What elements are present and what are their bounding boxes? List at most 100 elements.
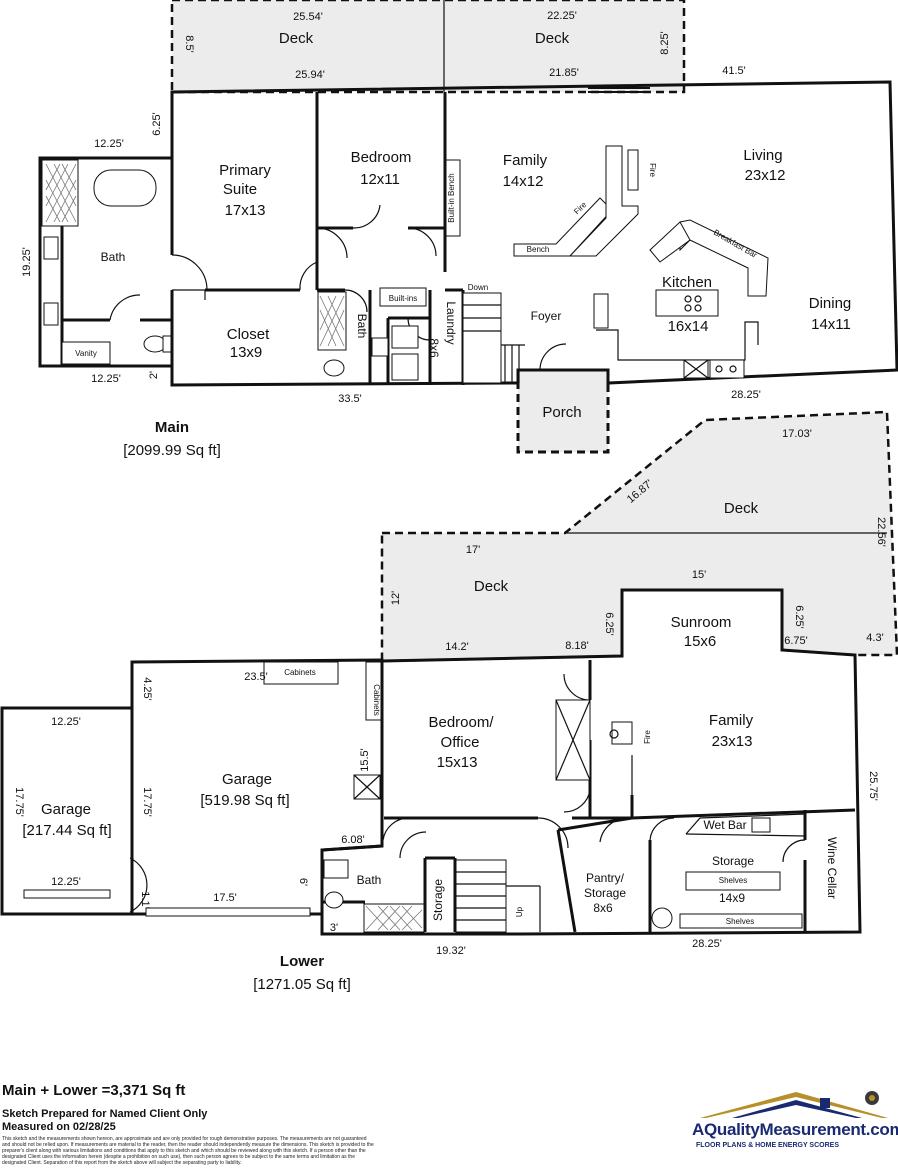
bench-label: Bench — [527, 245, 550, 254]
svg-text:6.25': 6.25' — [151, 112, 163, 136]
cabinets-label-2: Cabinets — [372, 684, 381, 716]
fire-label-2: Fire — [648, 163, 657, 177]
logo-tagline: FLOOR PLANS & HOME ENERGY SCORES — [696, 1142, 839, 1149]
storage-size: 14x9 — [719, 891, 745, 905]
cabinets-label: Cabinets — [284, 668, 316, 677]
sunroom-size: 15x6 — [684, 633, 717, 650]
house-roof-icon — [700, 1091, 888, 1118]
lower-family-label: Family — [709, 712, 754, 729]
pantry-line1: Pantry/ — [586, 871, 625, 885]
svg-text:21.85': 21.85' — [549, 67, 579, 79]
svg-text:12.25': 12.25' — [51, 876, 81, 888]
living-label: Living — [743, 147, 782, 164]
builtin-bench-label: Built-in Bench — [447, 173, 456, 222]
svg-text:25.75': 25.75' — [867, 771, 879, 801]
family-size: 14x12 — [503, 173, 544, 190]
svg-text:33.5': 33.5' — [338, 393, 362, 405]
svg-text:25.94': 25.94' — [295, 69, 325, 81]
disclaimer-text: This sketch and the measurements shown h… — [2, 1136, 374, 1166]
svg-text:17': 17' — [466, 544, 480, 556]
family-label: Family — [503, 152, 548, 169]
family-fixtures — [445, 145, 769, 379]
hall-bath-fixtures — [317, 287, 427, 381]
lower-level: Deck Deck Sunroom 15x6 Garage [519.98 Sq… — [0, 410, 898, 993]
lower-room-labels: Deck Deck Sunroom 15x6 Garage [519.98 Sq… — [22, 500, 839, 921]
lower-fixtures — [323, 699, 806, 933]
main-stairs — [462, 292, 525, 384]
svg-text:1.1': 1.1' — [139, 891, 151, 908]
dining-label: Dining — [809, 295, 852, 312]
lower-fixture-labels: Cabinets Cabinets Shelves Shelves Fire U… — [284, 668, 754, 926]
kitchen-size: 16x14 — [668, 318, 709, 335]
svg-text:12.25': 12.25' — [94, 138, 124, 150]
primary-suite-size: 17x13 — [225, 202, 266, 219]
svg-text:8.25': 8.25' — [659, 31, 671, 55]
svg-text:14.2': 14.2' — [445, 641, 469, 653]
water-heater-icon — [651, 907, 673, 929]
garage-label: Garage — [222, 771, 272, 788]
vanity-label: Vanity — [75, 349, 97, 358]
svg-text:22.25': 22.25' — [547, 10, 577, 22]
deck-label-2: Deck — [535, 30, 570, 47]
measured-date: Measured on 02/28/25 — [2, 1121, 116, 1133]
main-level-title: Main — [155, 419, 189, 436]
svg-text:19.32': 19.32' — [436, 945, 466, 957]
lower-outer-wall — [320, 588, 862, 936]
toilet-icon-3 — [324, 891, 344, 909]
main-room-labels: Deck Deck Primary Suite 17x13 Bedroom 12… — [101, 30, 852, 421]
storage-label: Storage — [712, 854, 754, 868]
sunroom-label: Sunroom — [671, 614, 732, 631]
builtins-label: Built-ins — [389, 294, 417, 303]
lower-storage-small-label: Storage — [431, 879, 445, 921]
svg-text:17.75': 17.75' — [13, 787, 25, 817]
svg-text:23.5': 23.5' — [244, 671, 268, 683]
svg-text:12': 12' — [390, 591, 402, 605]
shelves-label: Shelves — [719, 876, 747, 885]
svg-text:28.25': 28.25' — [731, 389, 761, 401]
laundry-label: Laundry — [444, 301, 458, 344]
primary-bath-fixtures — [41, 159, 172, 365]
hall-bath-label: Bath — [355, 314, 369, 339]
shelves-label-2: Shelves — [726, 917, 754, 926]
toilet-icon-2 — [323, 359, 345, 377]
svg-text:17.75': 17.75' — [141, 787, 153, 817]
porch-label: Porch — [542, 404, 581, 421]
main-dimensions: 25.54' 22.25' 8.5' 8.25' 25.94' 21.85' 4… — [21, 10, 761, 405]
lower-bath-label: Bath — [357, 873, 382, 887]
logo-wordmark: AQualityMeasurement.com — [692, 1120, 898, 1139]
bedroom-label: Bedroom — [351, 149, 412, 166]
company-logo: AQualityMeasurement.com FLOOR PLANS & HO… — [692, 1088, 898, 1166]
svg-text:4.25': 4.25' — [141, 677, 153, 701]
svg-text:19.25': 19.25' — [21, 247, 33, 277]
main-level: Deck Deck Primary Suite 17x13 Bedroom 12… — [21, 0, 898, 459]
total-area-summary: Main + Lower =3,371 Sq ft — [2, 1082, 186, 1099]
garage-area: [519.98 Sq ft] — [200, 792, 289, 809]
svg-text:3': 3' — [330, 922, 338, 934]
sink-icon — [709, 359, 745, 379]
lower-fire-label: Fire — [643, 730, 652, 744]
lower-doors — [382, 673, 806, 863]
closet-label: Closet — [227, 326, 270, 343]
laundry-size: 8x6 — [427, 338, 441, 358]
floor-plan: Deck Deck Primary Suite 17x13 Bedroom 12… — [0, 0, 898, 993]
deck-label-3: Deck — [724, 500, 759, 517]
main-outer-wall — [38, 80, 898, 387]
svg-text:6': 6' — [297, 878, 309, 886]
svg-text:8.18': 8.18' — [565, 640, 589, 652]
bedroom-office-line2: Office — [441, 734, 480, 751]
svg-text:12.25': 12.25' — [91, 373, 121, 385]
deck-label-4: Deck — [474, 578, 509, 595]
wet-bar-label: Wet Bar — [703, 818, 746, 832]
foyer-label: Foyer — [531, 309, 562, 323]
up-label: Up — [515, 906, 524, 917]
svg-text:28.25': 28.25' — [692, 938, 722, 950]
pantry-line2: Storage — [584, 886, 626, 900]
closet-size: 13x9 — [230, 344, 263, 361]
svg-text:22.56': 22.56' — [875, 517, 887, 547]
lower-level-area: [1271.05 Sq ft] — [253, 976, 351, 993]
primary-suite-line1: Primary — [219, 162, 271, 179]
lower-interior-walls — [322, 660, 856, 933]
svg-text:6.25': 6.25' — [793, 605, 805, 629]
svg-text:12.25': 12.25' — [51, 716, 81, 728]
lower-dimensions: 17.03' 16.87' 22.56' 17' 15' 12' 6.25' 6… — [13, 428, 887, 957]
